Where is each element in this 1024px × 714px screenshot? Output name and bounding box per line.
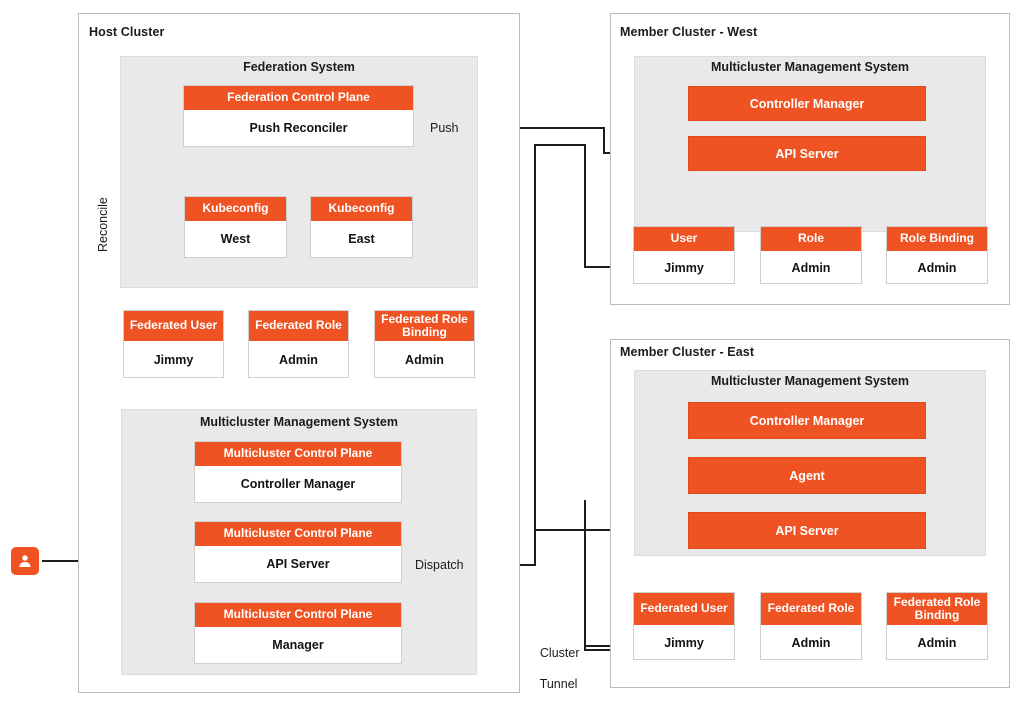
cluster-member-west-title: Member Cluster - West xyxy=(620,25,758,39)
card-federated-user[interactable]: Federated User Jimmy xyxy=(123,310,224,378)
card-header: Multicluster Control Plane xyxy=(195,522,401,546)
panel-east-mcms-title: Multicluster Management System xyxy=(711,374,909,388)
edge-label-reconcile: Reconcile xyxy=(96,197,110,252)
card-west-role[interactable]: Role Admin xyxy=(760,226,862,284)
bar-east-agent[interactable]: Agent xyxy=(688,457,926,494)
bar-west-api-server[interactable]: API Server xyxy=(688,136,926,171)
card-body: Controller Manager xyxy=(240,477,356,491)
cluster-host-title: Host Cluster xyxy=(89,25,165,39)
card-body: Admin xyxy=(791,261,831,275)
edge-label-dispatch: Dispatch xyxy=(415,558,464,572)
card-east-federated-role[interactable]: Federated Role Admin xyxy=(760,592,862,660)
card-body: East xyxy=(348,232,375,246)
card-body: Admin xyxy=(279,353,318,367)
card-body: Jimmy xyxy=(664,636,704,650)
card-body: Admin xyxy=(791,636,831,650)
panel-federation-system-title: Federation System xyxy=(243,60,355,74)
card-west-user[interactable]: User Jimmy xyxy=(633,226,735,284)
card-federated-role[interactable]: Federated Role Admin xyxy=(248,310,349,378)
card-mcp-api-server[interactable]: Multicluster Control Plane API Server xyxy=(194,521,402,583)
card-mcp-manager[interactable]: Multicluster Control Plane Manager xyxy=(194,602,402,664)
card-body: API Server xyxy=(266,557,330,571)
bar-east-controller-manager[interactable]: Controller Manager xyxy=(688,402,926,439)
card-header: Kubeconfig xyxy=(311,197,412,221)
panel-west-mcms-title: Multicluster Management System xyxy=(711,60,909,74)
card-body: Push Reconciler xyxy=(249,121,348,135)
card-federated-role-binding[interactable]: Federated Role Binding Admin xyxy=(374,310,475,378)
card-east-federated-user[interactable]: Federated User Jimmy xyxy=(633,592,735,660)
card-mcp-controller-manager[interactable]: Multicluster Control Plane Controller Ma… xyxy=(194,441,402,503)
card-kubeconfig-east[interactable]: Kubeconfig East xyxy=(310,196,413,258)
card-header: Federated Role Binding xyxy=(887,593,987,625)
card-header: Federated User xyxy=(634,593,734,625)
card-header: User xyxy=(634,227,734,251)
edge-label-cluster-tunnel-line1: Cluster xyxy=(539,646,580,661)
user-icon xyxy=(19,555,31,567)
edge-label-cluster-tunnel-line2: Tunnel xyxy=(539,676,578,691)
card-federation-control-plane[interactable]: Federation Control Plane Push Reconciler xyxy=(183,85,414,147)
card-header: Multicluster Control Plane xyxy=(195,442,401,466)
card-header: Federated Role Binding xyxy=(375,311,474,341)
card-header: Role xyxy=(761,227,861,251)
card-header: Kubeconfig xyxy=(185,197,286,221)
edge-label-push: Push xyxy=(430,121,459,135)
edge-label-cluster-tunnel: Cluster Tunnel xyxy=(526,631,580,707)
panel-host-mcms-title: Multicluster Management System xyxy=(200,415,398,429)
card-header: Federated Role xyxy=(249,311,348,341)
card-body: Admin xyxy=(917,636,957,650)
card-header: Federated Role xyxy=(761,593,861,625)
bar-west-controller-manager[interactable]: Controller Manager xyxy=(688,86,926,121)
card-header: Role Binding xyxy=(887,227,987,251)
card-west-role-binding[interactable]: Role Binding Admin xyxy=(886,226,988,284)
card-body: West xyxy=(220,232,251,246)
cluster-member-east-title: Member Cluster - East xyxy=(620,345,755,359)
user-actor[interactable] xyxy=(11,547,39,575)
card-kubeconfig-west[interactable]: Kubeconfig West xyxy=(184,196,287,258)
card-east-federated-role-binding[interactable]: Federated Role Binding Admin xyxy=(886,592,988,660)
bar-east-api-server[interactable]: API Server xyxy=(688,512,926,549)
card-body: Admin xyxy=(917,261,957,275)
card-body: Manager xyxy=(272,638,324,652)
card-body: Admin xyxy=(405,353,444,367)
card-body: Jimmy xyxy=(153,353,194,367)
card-header: Federation Control Plane xyxy=(184,86,413,110)
card-header: Multicluster Control Plane xyxy=(195,603,401,627)
card-header: Federated User xyxy=(124,311,223,341)
card-body: Jimmy xyxy=(664,261,704,275)
